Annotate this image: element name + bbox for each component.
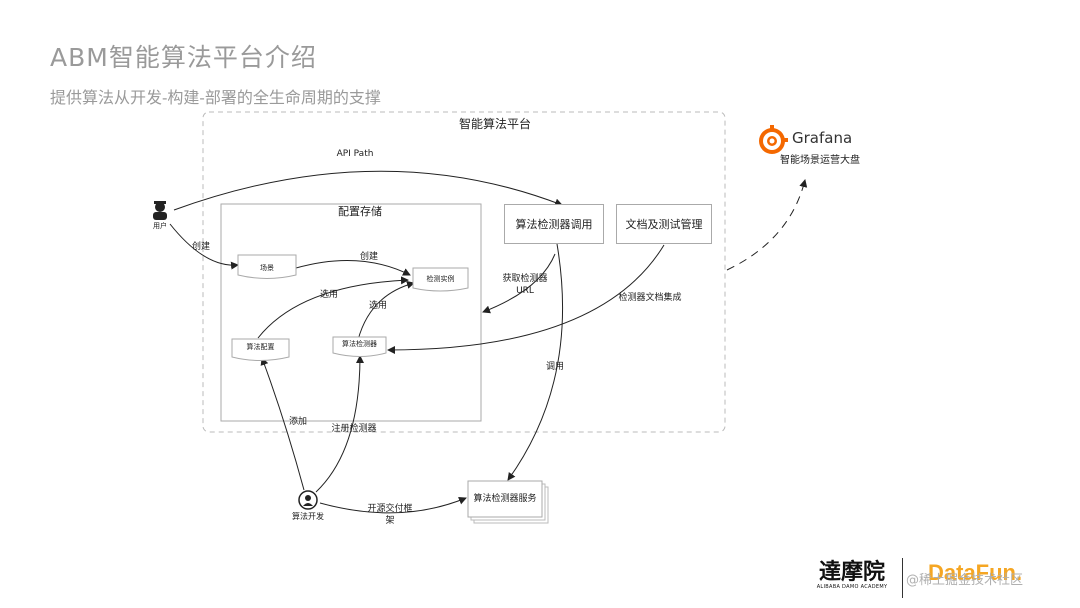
edge-label-create-1: 创建 xyxy=(191,242,210,252)
edge-grafana xyxy=(726,179,808,271)
edge-label-invoke: 调用 xyxy=(545,362,564,372)
algo-config-label: 算法配置 xyxy=(246,343,275,351)
edge-docs-integration xyxy=(387,244,665,354)
edge-create-scene xyxy=(169,223,239,270)
page-title: ABM智能算法平台介绍 xyxy=(50,43,317,72)
datafun-logo: DataFun. xyxy=(928,560,1023,585)
edge-detector-to-instance xyxy=(357,280,415,341)
detect-instance-label: 检测实例 xyxy=(426,275,455,283)
grafana-caption: 智能场景运营大盘 xyxy=(780,155,860,166)
config-storage-boundary xyxy=(220,203,482,422)
scene-label: 场景 xyxy=(260,264,274,272)
edge-add xyxy=(260,357,305,491)
detector-service-box xyxy=(467,480,543,518)
algo-detector-label: 算法检测器 xyxy=(342,340,377,348)
dev-label: 算法开发 xyxy=(292,512,324,521)
edge-label-api-path: API Path xyxy=(336,149,374,159)
scene-box xyxy=(237,254,297,279)
detector-invoke-label: 算法检测器调用 xyxy=(515,218,593,231)
user-icon xyxy=(153,201,167,220)
grafana-icon xyxy=(759,125,788,154)
platform-label: 智能算法平台 xyxy=(458,117,531,131)
algo-detector-box xyxy=(332,336,387,357)
footer-divider xyxy=(902,558,903,598)
edge-label-framework: 开源交付框架 xyxy=(367,504,413,526)
user-label: 用户 xyxy=(153,222,167,230)
edge-register xyxy=(315,355,364,493)
edge-label-create-2: 创建 xyxy=(359,252,378,262)
edge-label-get-url: 获取检测器URL xyxy=(502,274,548,296)
docs-label: 文档及测试管理 xyxy=(625,218,703,231)
edge-framework xyxy=(319,496,467,514)
detector-invoke-node[interactable]: 算法检测器调用 xyxy=(504,204,604,244)
config-storage-label: 配置存储 xyxy=(338,205,382,218)
edge-label-select-1: 选用 xyxy=(319,290,338,300)
page-subtitle: 提供算法从开发-构建-部署的全生命周期的支撑 xyxy=(50,88,381,107)
edge-api-path xyxy=(173,170,563,211)
edge-label-select-2: 选用 xyxy=(368,301,387,311)
developer-icon xyxy=(298,490,318,510)
damo-logo-sub: ALIBABA DAMO ACADEMY xyxy=(816,584,888,590)
watermark: @稀土掘金技术社区 xyxy=(906,573,1024,588)
damo-logo: 達摩院 ALIBABA DAMO ACADEMY xyxy=(812,560,892,590)
edge-label-docs-integration: 检测器文档集成 xyxy=(618,293,682,303)
algo-config-box xyxy=(231,338,290,361)
edge-scene-to-instance xyxy=(295,260,411,276)
grafana-name: Grafana xyxy=(792,129,853,147)
docs-node[interactable]: 文档及测试管理 xyxy=(616,204,712,244)
damo-logo-text: 達摩院 xyxy=(818,559,885,585)
detect-instance-box xyxy=(412,267,469,292)
edge-label-add: 添加 xyxy=(288,417,307,427)
edge-invoke xyxy=(507,243,564,481)
platform-boundary xyxy=(202,111,726,433)
detector-service-label: 算法检测器服务 xyxy=(473,494,537,504)
edge-config-to-instance xyxy=(257,276,409,339)
edge-get-url xyxy=(482,253,556,314)
edge-label-register: 注册检测器 xyxy=(331,424,377,434)
